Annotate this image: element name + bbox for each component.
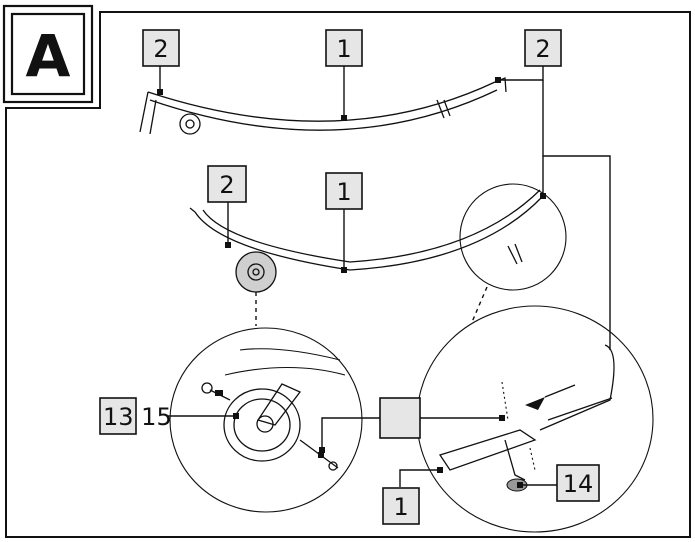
- wheel-detail: [169, 327, 363, 513]
- callout-mid-left-2: 2: [207, 165, 247, 203]
- callout-top-right-2: 2: [524, 29, 562, 67]
- step-letter: A: [26, 22, 71, 90]
- callout-mid-center-1: 1: [325, 172, 363, 210]
- mid-wheel-magnifier: [235, 251, 277, 293]
- top-crossbar: [139, 77, 507, 135]
- mid-right-magnifier: [459, 183, 567, 291]
- svg-text:1: 1: [336, 35, 351, 63]
- callout-detail-14: 14: [556, 464, 600, 502]
- leader-lines: [157, 64, 611, 488]
- svg-text:1: 1: [393, 493, 408, 521]
- svg-text:2: 2: [219, 171, 234, 199]
- joint-detail: [416, 305, 654, 533]
- svg-text:2: 2: [153, 35, 168, 63]
- svg-text:14: 14: [563, 470, 594, 498]
- callout-blank: [379, 397, 421, 439]
- callout-13-15: 13 15: [99, 397, 172, 435]
- callout-top-center-1: 1: [325, 29, 363, 67]
- callout-detail-1: 1: [382, 487, 420, 525]
- svg-text:2: 2: [535, 35, 550, 63]
- frame-border: [5, 11, 691, 538]
- guide-right: [471, 286, 488, 323]
- svg-text:1: 1: [336, 178, 351, 206]
- callout-top-left-2: 2: [142, 29, 180, 67]
- step-badge: A: [2, 4, 94, 104]
- svg-text:13 15: 13 15: [103, 403, 172, 431]
- middle-crossbar: [189, 189, 544, 271]
